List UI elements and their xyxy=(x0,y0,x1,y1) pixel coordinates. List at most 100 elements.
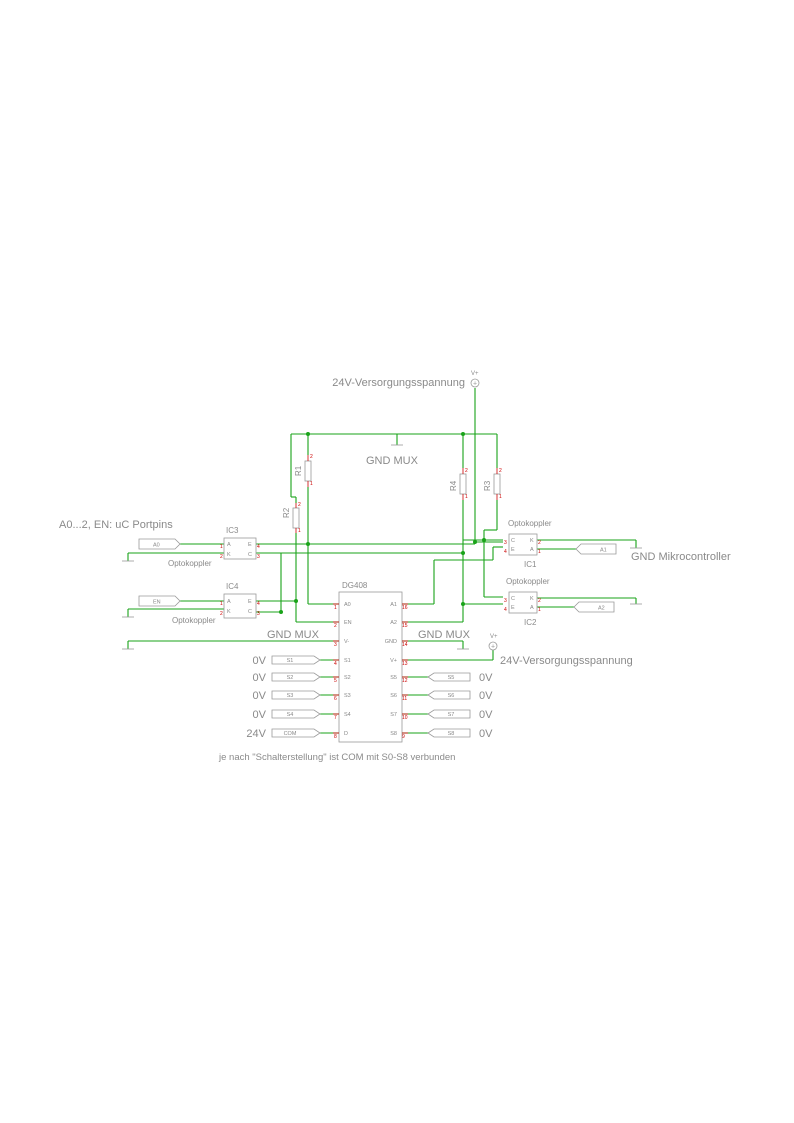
r1-label: R1 xyxy=(294,465,303,476)
mux-pin-num-15: 15 xyxy=(402,623,408,629)
port-a1: A1 xyxy=(575,543,617,555)
right-input-tag-label: S6 xyxy=(448,693,455,699)
mux-pin-name-s8: S8 xyxy=(390,731,397,737)
supply-right-vplus-label: V+ xyxy=(490,634,498,640)
svg-text:EN: EN xyxy=(153,600,161,606)
svg-text:4: 4 xyxy=(257,601,260,607)
ic2-type: Optokoppler xyxy=(506,577,550,586)
svg-text:1: 1 xyxy=(538,607,541,613)
resistor-r1: 2 1 R1 xyxy=(294,454,313,487)
svg-text:A: A xyxy=(530,547,534,553)
svg-text:E: E xyxy=(511,547,515,553)
svg-text:4: 4 xyxy=(504,607,507,613)
svg-text:A: A xyxy=(227,599,231,605)
mux-pin-num-4: 4 xyxy=(334,661,337,667)
ic1-type: Optokoppler xyxy=(508,519,552,528)
svg-text:A: A xyxy=(227,542,231,548)
right-input-tag xyxy=(427,672,471,682)
mux-pin-num-12: 12 xyxy=(402,678,408,684)
supply-top-symbol: + V+ 24V-Versorgungsspannung xyxy=(332,371,480,389)
supply-right-label: 24V-Versorgungsspannung xyxy=(500,655,633,667)
ic4-ref: IC4 xyxy=(226,582,239,591)
resistor-r3: 2 1 R3 xyxy=(483,468,502,500)
svg-text:1: 1 xyxy=(220,544,223,550)
mux-pin-name-s4: S4 xyxy=(344,712,351,718)
gnd-mux-left-label: GND MUX xyxy=(267,629,320,641)
right-input-volt: 0V xyxy=(479,728,493,740)
ic2-ref: IC2 xyxy=(524,618,537,627)
svg-text:3: 3 xyxy=(257,554,260,560)
port-en: EN xyxy=(138,595,181,607)
svg-text:+: + xyxy=(473,381,477,388)
mux-pin-num-2: 2 xyxy=(334,623,337,629)
supply-top-vplus-label: V+ xyxy=(471,371,479,377)
r2-pin-bottom: 1 xyxy=(298,528,301,534)
svg-text:C: C xyxy=(511,596,515,602)
ic3-type: Optokoppler xyxy=(168,559,212,568)
resistor-r2: 2 1 R2 xyxy=(282,502,301,534)
mux-pin-name-s3: S3 xyxy=(344,693,351,699)
right-input-volt: 0V xyxy=(479,709,493,721)
left-input-tag xyxy=(271,690,321,700)
mux-pin-num-6: 6 xyxy=(334,696,337,702)
svg-text:C: C xyxy=(248,609,252,615)
svg-text:A0: A0 xyxy=(153,543,160,549)
svg-text:E: E xyxy=(248,599,252,605)
r2-label: R2 xyxy=(282,507,291,518)
right-input-tag xyxy=(427,690,471,700)
svg-text:2: 2 xyxy=(220,554,223,560)
svg-text:+: + xyxy=(491,644,495,651)
left-input-tag xyxy=(271,709,321,719)
mux-pin-num-5: 5 xyxy=(334,678,337,684)
svg-text:A2: A2 xyxy=(598,606,605,612)
gnd-mux-right-label: GND MUX xyxy=(418,629,471,641)
r4-pin-top: 2 xyxy=(465,468,468,474)
svg-text:A: A xyxy=(530,605,534,611)
port-a2: A2 xyxy=(573,601,615,613)
right-input-tag-label: S5 xyxy=(448,675,455,681)
gnd-symbols xyxy=(122,444,642,650)
svg-text:4: 4 xyxy=(257,544,260,550)
right-input-tag-label: S8 xyxy=(448,731,455,737)
ic3-ref: IC3 xyxy=(226,526,239,535)
right-input-tag xyxy=(427,728,471,738)
left-input-volt: 0V xyxy=(253,690,267,702)
ic1-ref: IC1 xyxy=(524,560,537,569)
mux-pin-num-10: 10 xyxy=(402,715,408,721)
optocoupler-ic4: IC4 A K E C 1 2 4 3 Optokoppler xyxy=(172,582,260,625)
mux-pin-name-v-: V- xyxy=(344,639,349,645)
supply-top-label: 24V-Versorgungsspannung xyxy=(332,377,465,389)
supply-right-symbol: + V+ 24V-Versorgungsspannung xyxy=(488,634,633,667)
mux-pin-name-s5: S5 xyxy=(390,675,397,681)
r1-pin-bottom: 1 xyxy=(310,481,313,487)
optocoupler-ic3: IC3 A K E C 1 2 4 3 Optokoppler xyxy=(168,526,260,568)
left-input-volt: 0V xyxy=(253,672,267,684)
svg-text:1: 1 xyxy=(220,601,223,607)
mux-pin-name-s6: S6 xyxy=(390,693,397,699)
mux-pin-name-s2: S2 xyxy=(344,675,351,681)
left-input-tag-label: S4 xyxy=(287,712,294,718)
optocoupler-ic2: Optokoppler IC2 C E K A 3 4 2 1 xyxy=(504,577,550,627)
mux-pin-name-a0: A0 xyxy=(344,602,351,608)
junctions xyxy=(279,432,486,614)
mux-pin-num-9: 9 xyxy=(402,734,405,740)
mux-pin-name-v+: V+ xyxy=(390,658,397,664)
svg-text:A1: A1 xyxy=(600,548,607,554)
mux-pin-name-en: EN xyxy=(344,620,352,626)
right-input-tag-label: S7 xyxy=(448,712,455,718)
svg-text:3: 3 xyxy=(504,540,507,546)
resistor-r4: 2 1 R4 xyxy=(449,468,468,500)
right-input-volt: 0V xyxy=(479,672,493,684)
svg-text:K: K xyxy=(530,538,534,544)
r3-pin-bottom: 1 xyxy=(499,494,502,500)
wires xyxy=(127,388,637,734)
mux-pin-name-a1: A1 xyxy=(390,602,397,608)
mux-pin-num-1: 1 xyxy=(334,605,337,611)
left-input-volt: 0V xyxy=(253,709,267,721)
left-input-tag-label: COM xyxy=(284,731,297,737)
svg-text:K: K xyxy=(227,552,231,558)
optocoupler-ic1: Optokoppler IC1 C E K A 3 4 2 1 xyxy=(504,519,552,569)
left-input-tag xyxy=(271,655,321,665)
svg-text:2: 2 xyxy=(220,611,223,617)
